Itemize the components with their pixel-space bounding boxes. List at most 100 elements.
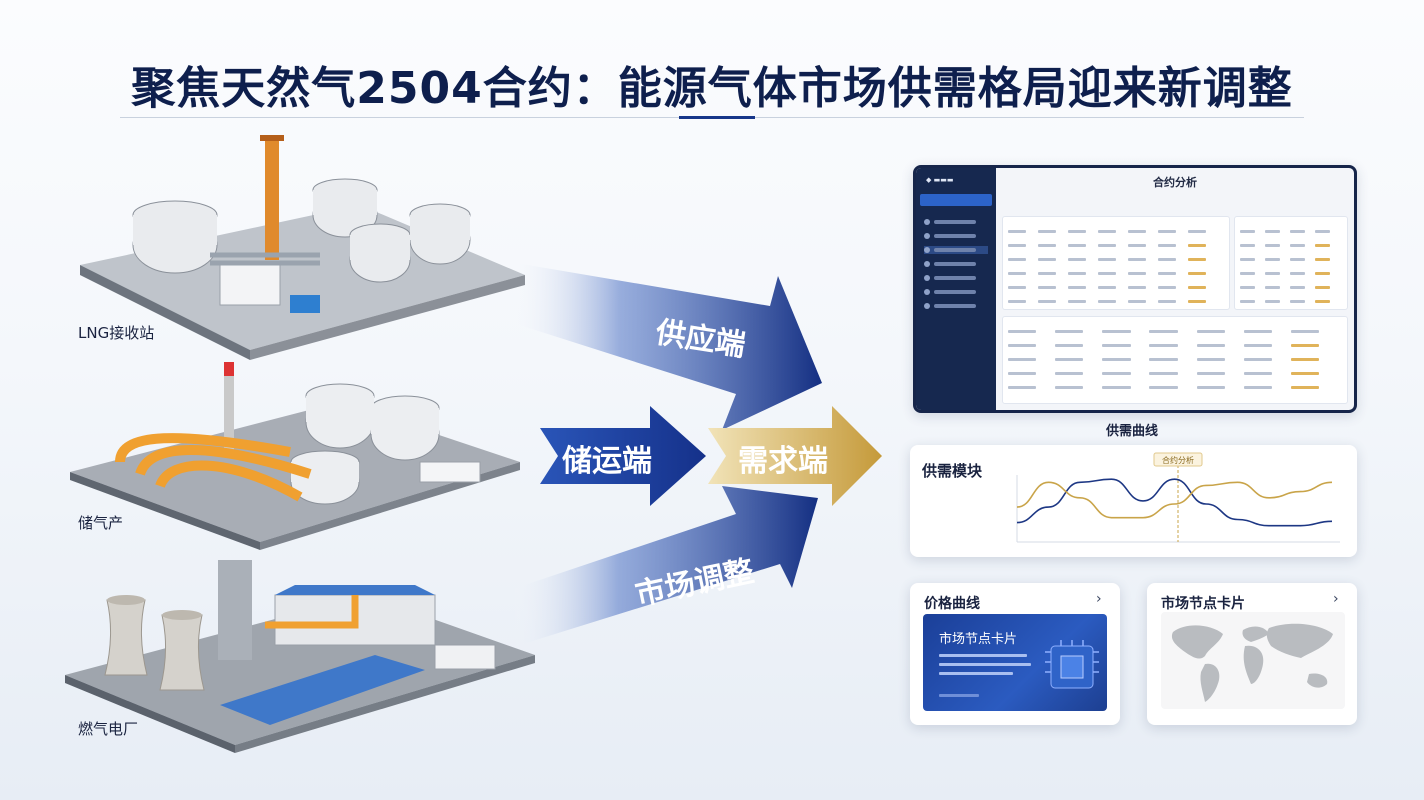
sidebar-item[interactable] [924,246,988,254]
dashboard-cell [1038,286,1056,289]
dashboard-cell [1315,230,1330,233]
sidebar-item[interactable] [924,302,988,310]
dashboard-cell [1149,330,1178,333]
chevron-right-icon[interactable]: › [1333,591,1339,607]
dashboard-cell [1055,358,1084,361]
dashboard-cell [1290,358,1320,361]
dashboard-cell [1098,230,1116,233]
dashboard-cell [1038,258,1056,261]
power-plant-label: 燃气电厂 [78,720,139,738]
dashboard-cell [1240,286,1255,289]
dashboard-cell [1098,286,1116,289]
dashboard-cell [1149,372,1178,375]
dashboard-cell [1290,386,1320,389]
card-dots [939,694,979,697]
dashboard-cell [1240,244,1255,247]
market-node-card-title: 市场节点卡片 [939,632,1018,647]
dashboard-cell [1055,386,1084,389]
supply-demand-panel: 供需模块 合约分析 [910,445,1357,557]
dashboard-cell [1068,244,1086,247]
dashboard-cell [1149,358,1178,361]
dashboard-cell [1102,358,1131,361]
dashboard-cell [1068,300,1086,303]
sidebar-item-active[interactable] [920,194,992,206]
dashboard-cell [1008,344,1037,347]
dashboard-cell [1008,358,1037,361]
chevron-right-icon[interactable]: › [1096,591,1102,607]
dashboard-cell [1149,386,1178,389]
dashboard-cell [1315,300,1330,303]
sidebar-item[interactable] [924,218,988,226]
dashboard-cell [1290,344,1320,347]
dashboard-cell [1240,258,1255,261]
card-text-line [939,663,1031,666]
dashboard-cell [1290,244,1305,247]
supply-demand-chart: 合约分析 [1016,452,1340,543]
dashboard-cell [1188,286,1206,289]
dashboard-cell [1290,258,1305,261]
sidebar-item[interactable] [924,260,988,268]
sidebar-item[interactable] [924,288,988,296]
dashboard-cell [1158,272,1176,275]
world-map-icon [1171,623,1333,702]
dashboard-caption: 供需曲线 [1105,424,1158,439]
dashboard-cell [1290,300,1305,303]
dashboard-cell [1128,230,1146,233]
market-node-map-panel[interactable]: 市场节点卡片 › [1147,583,1357,725]
dashboard-cell [1128,244,1146,247]
dashboard-cell [1128,258,1146,261]
dashboard-cell [1290,272,1305,275]
gas-storage-illustration [70,362,520,550]
dashboard-cell [1055,330,1084,333]
dashboard-cell [1038,244,1056,247]
card-text-line [939,654,1027,657]
dashboard-cell [1188,244,1206,247]
chip-icon [1045,640,1099,689]
marker-tag-text: 合约分析 [1162,455,1194,465]
dashboard-cell [1315,286,1330,289]
dashboard-cell [1158,230,1176,233]
dashboard-cell [1243,386,1272,389]
dashboard-cell [1068,230,1086,233]
world-map-area [1161,612,1345,709]
card-text-line [939,672,1013,675]
dashboard-cell [1240,300,1255,303]
demand-arrow [708,406,882,506]
storage-arrow [540,406,706,506]
dashboard-cell [1008,386,1037,389]
dashboard-cell [1315,258,1330,261]
dashboard-title: 合约分析 [1153,176,1197,189]
dashboard-cell [1290,330,1320,333]
dashboard-logo-icon: ◆ ▬▬▬ [926,176,954,184]
dashboard-cell [1098,272,1116,275]
dashboard-cell [1008,244,1026,247]
power-plant-illustration [65,560,535,753]
dashboard-cell [1243,358,1272,361]
dashboard-cell [1102,344,1131,347]
dashboard-cell [1196,372,1225,375]
marker-tag [1153,452,1203,467]
dashboard-cell [1008,272,1026,275]
sidebar-item[interactable] [924,232,988,240]
dashboard-cell [1240,272,1255,275]
dashboard-cell [1158,244,1176,247]
dashboard-cell [1290,286,1305,289]
dashboard-cell [1158,286,1176,289]
dashboard-cell [1102,372,1131,375]
dashboard-cell [1196,344,1225,347]
demand-label: 需求端 [738,444,828,479]
dashboard-sidebar: ◆ ▬▬▬ [916,168,996,410]
sidebar-item[interactable] [924,274,988,282]
series-line-0 [1016,478,1333,527]
market-node-card[interactable]: 市场节点卡片 [923,614,1107,711]
contract-analysis-dashboard: ◆ ▬▬▬ 合约分析 [913,165,1357,413]
dashboard-cell [1265,300,1280,303]
dashboard-cell [1188,300,1206,303]
lng-terminal-label: LNG接收站 [78,324,155,342]
market-node-map-title: 市场节点卡片 [1161,596,1245,612]
price-curve-title: 价格曲线 [924,596,980,612]
dashboard-cell [1196,330,1225,333]
dashboard-cell [1265,230,1280,233]
dashboard-cell [1008,330,1037,333]
